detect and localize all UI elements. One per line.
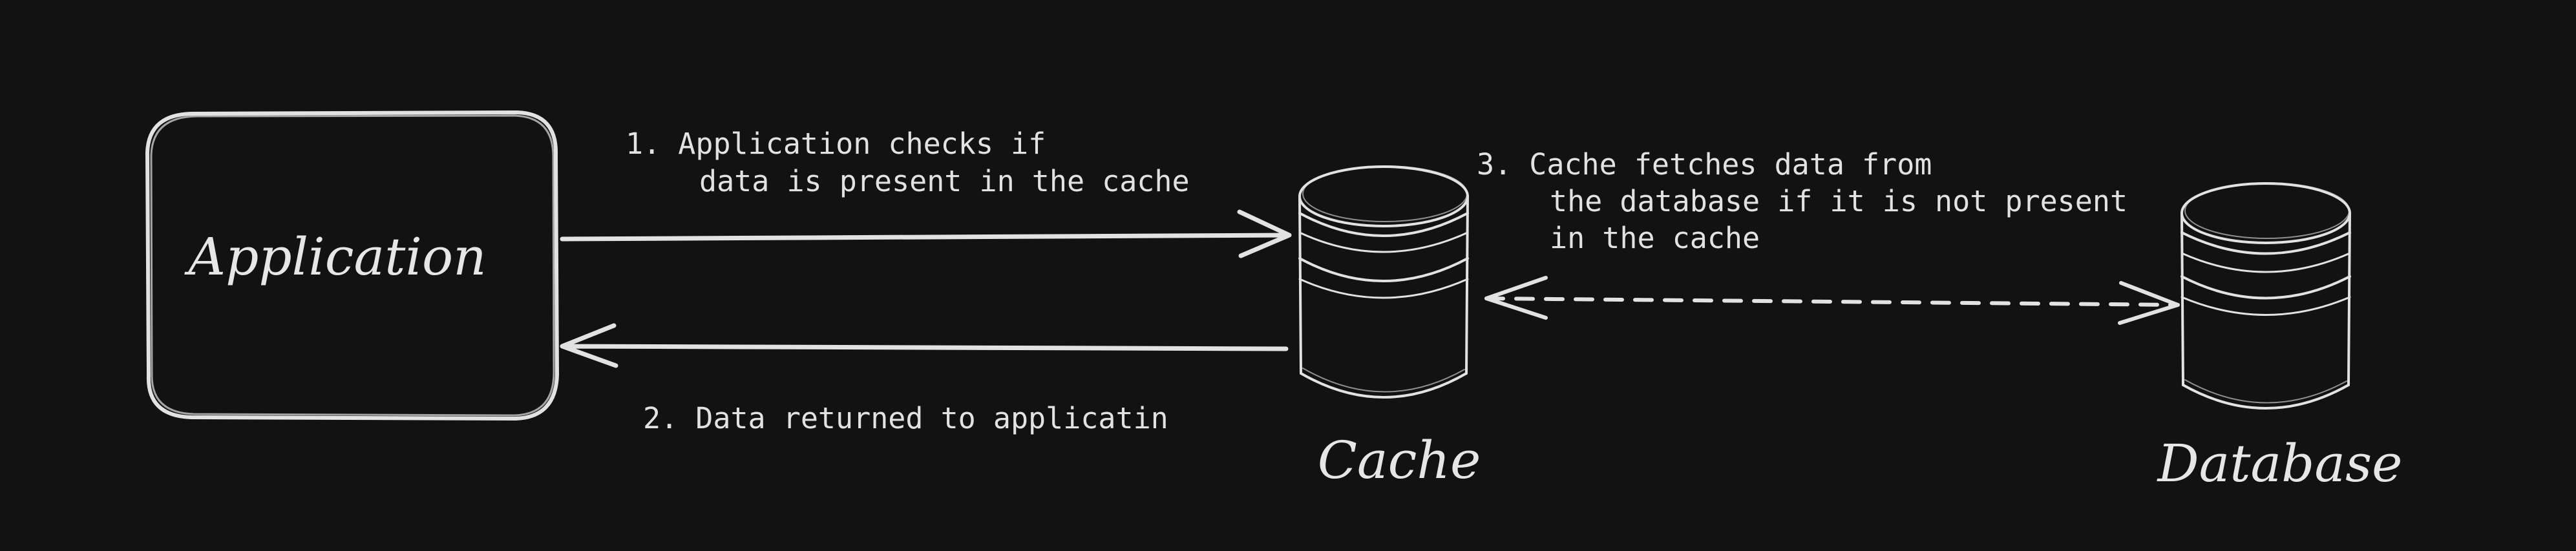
database-node[interactable]: Database — [2157, 182, 2403, 494]
edge-fetch-db-line-3: in the cache — [1550, 221, 1760, 255]
database-cylinder-icon — [2180, 182, 2351, 410]
svg-text:in the cache: in the cache — [1550, 221, 1760, 255]
edge-check-cache-line-1: 1. Application checks if — [626, 127, 1046, 161]
application-node[interactable]: Application — [145, 110, 559, 421]
svg-text:data is present in the cache: data is present in the cache — [699, 164, 1190, 198]
edge-fetch-db: 3. Cache fetches data from the database … — [1477, 147, 2180, 325]
cache-cylinder-icon — [1298, 165, 1469, 399]
application-label: Application — [184, 227, 486, 287]
svg-text:3. Cache fetches data from: 3. Cache fetches data from — [1477, 147, 1932, 182]
cache-node[interactable]: Cache — [1298, 165, 1481, 490]
arrow-left-icon — [560, 323, 1289, 368]
dashed-double-arrow-icon — [1484, 296, 2180, 307]
cache-label: Cache — [1318, 430, 1481, 490]
svg-text:the database if it is not pres: the database if it is not present — [1550, 184, 2127, 218]
database-label: Database — [2157, 433, 2403, 494]
svg-text:2. Data returned to applicatin: 2. Data returned to applicatin — [643, 401, 1168, 435]
edge-check-cache-line-2: data is present in the cache — [699, 164, 1190, 198]
arrow-right-icon — [560, 209, 1292, 258]
edge-fetch-db-line-2: the database if it is not present — [1550, 184, 2127, 218]
edge-return-data-line-1: 2. Data returned to applicatin — [643, 401, 1168, 435]
edge-fetch-db-line-1: 3. Cache fetches data from — [1477, 147, 1932, 182]
svg-text:1. Application checks if: 1. Application checks if — [626, 127, 1046, 161]
edge-return-data: 2. Data returned to applicatin — [560, 323, 1289, 435]
edge-check-cache: 1. Application checks if data is present… — [560, 127, 1292, 258]
